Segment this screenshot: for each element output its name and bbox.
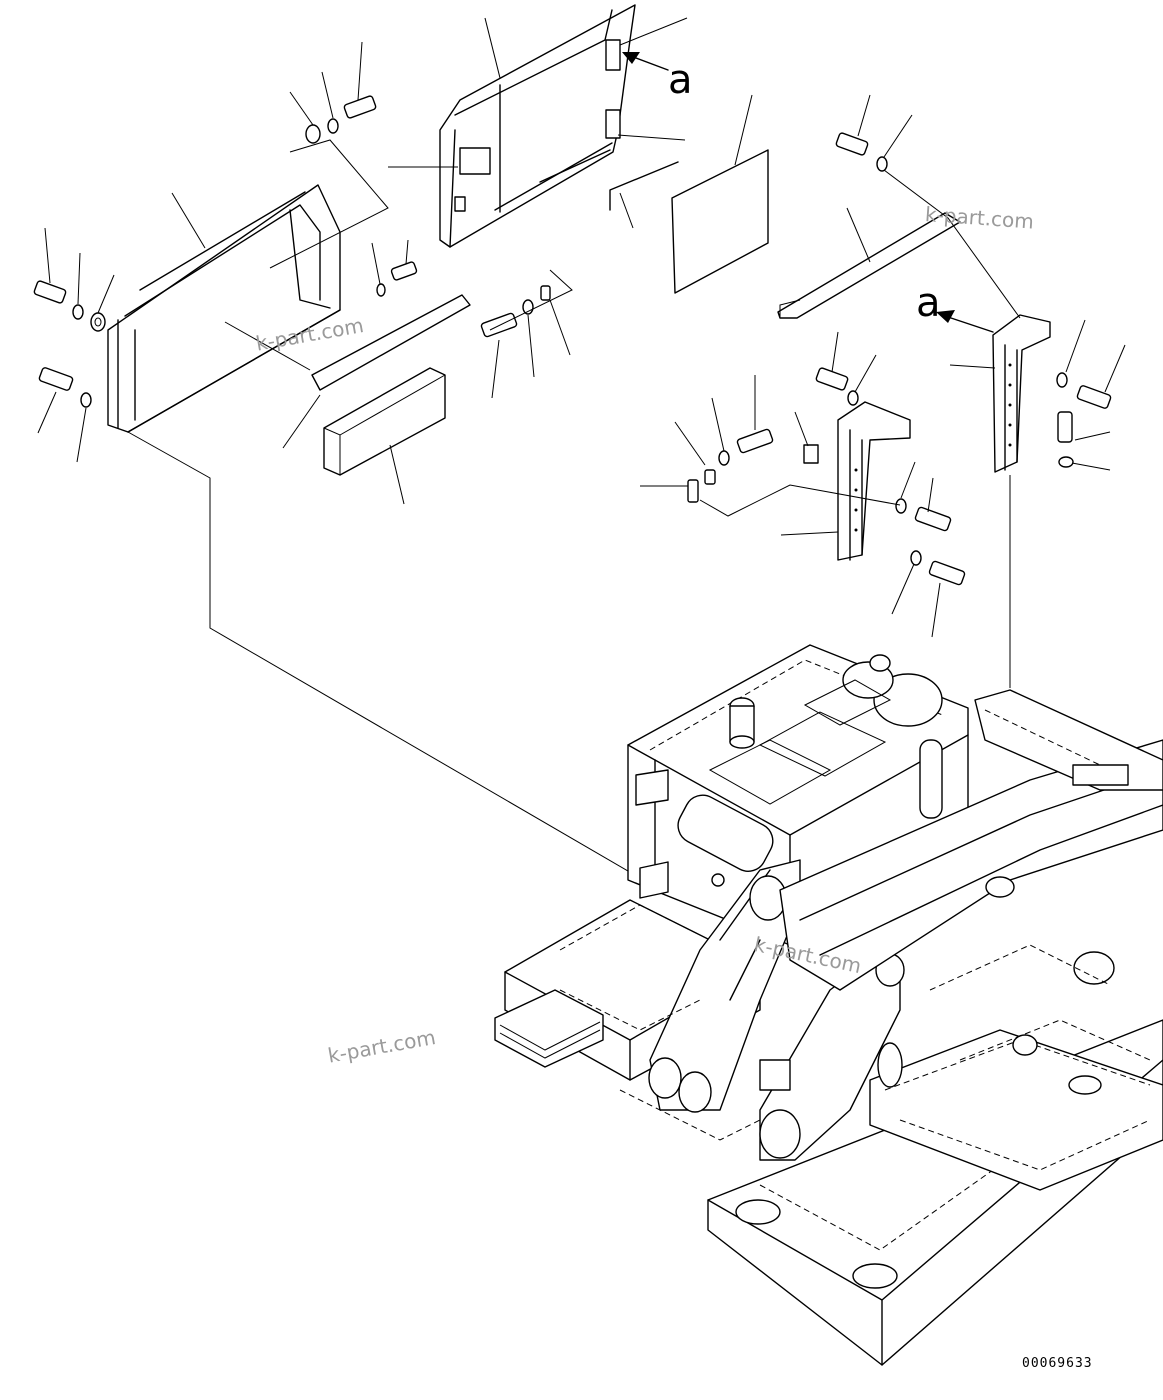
left-cover-seal-strip — [311, 294, 471, 391]
left-side-cover — [107, 184, 341, 433]
center-upright-bracket — [837, 401, 911, 561]
revolving-frame — [494, 644, 1163, 1366]
leader-lines-left — [37, 41, 573, 505]
right-upper-stay-bar — [777, 212, 961, 319]
upper-door-panel — [439, 4, 636, 248]
leader-lines-top — [388, 17, 753, 229]
assembly-leaders — [127, 431, 1011, 879]
left-cover-sponge-block — [323, 367, 446, 476]
leader-lines-right — [640, 94, 1126, 638]
view-callout-a-upper: a — [668, 57, 693, 103]
view-arrow-a-right — [936, 310, 994, 333]
view-arrow-a-upper — [622, 52, 669, 71]
right-upright-bracket — [992, 314, 1051, 473]
view-callout-a-right: a — [916, 280, 941, 326]
right-bolt-set — [687, 132, 1112, 586]
drawing-number: 00069633 — [1022, 1356, 1093, 1371]
door-sound-pad — [671, 149, 769, 294]
door-stay-rod — [609, 161, 679, 211]
